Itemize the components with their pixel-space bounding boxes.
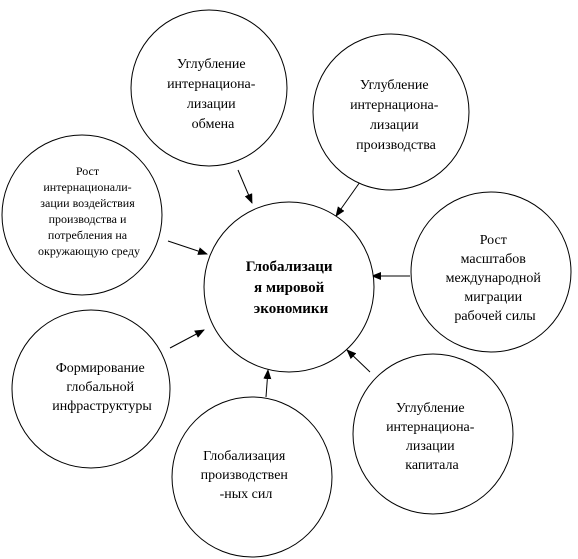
node-line: потребления на xyxy=(48,228,128,242)
arrow-exchange xyxy=(237,169,253,204)
node-circle xyxy=(312,33,470,191)
node-circle xyxy=(171,396,333,558)
node-line: рабочей силы xyxy=(454,309,536,324)
node-line: интернациона- xyxy=(386,420,475,435)
node-line: инфраструктуры xyxy=(52,399,152,414)
node-label: Формирование глобальной инфраструктуры xyxy=(52,361,152,414)
connector-arrows xyxy=(167,169,410,398)
arrow-infrastructure xyxy=(169,329,205,349)
node-line: зации воздействия xyxy=(40,196,135,210)
node-label: Углубление интернациона- лизации обмена xyxy=(167,57,259,132)
node-environment: Рост интернационали- зации воздействия п… xyxy=(1,134,163,296)
node-line: Рост xyxy=(480,233,507,248)
node-line: Углубление xyxy=(177,57,246,72)
node-capital: Углубление интернациона- лизации капитал… xyxy=(352,353,514,515)
node-line: обмена xyxy=(192,117,236,132)
node-migration: Рост масштабов международной миграции ра… xyxy=(410,191,572,353)
node-line: капитала xyxy=(405,458,459,473)
node-line: интернациона- xyxy=(167,77,256,92)
node-line: Формирование xyxy=(56,361,145,376)
node-line: Углубление xyxy=(396,401,465,416)
node-productive-forces: Глобализация производствен -ных сил xyxy=(171,396,333,558)
node-label: Углубление интернациона- лизации капитал… xyxy=(386,401,478,473)
node-line: Рост xyxy=(76,164,100,178)
node-line: Глобализация xyxy=(203,449,286,464)
node-exchange: Углубление интернациона- лизации обмена xyxy=(130,9,288,167)
node-line: международной xyxy=(446,271,542,286)
center-line: я мировой xyxy=(254,280,325,296)
node-line: лизации xyxy=(187,97,236,112)
arrow-production xyxy=(335,181,361,217)
arrow-capital xyxy=(346,349,371,373)
node-infrastructure: Формирование глобальной инфраструктуры xyxy=(11,309,171,469)
node-line: лизации xyxy=(370,118,419,133)
node-circle xyxy=(130,9,288,167)
node-circle xyxy=(410,191,572,353)
center-line: экономики xyxy=(254,301,329,317)
node-label: Углубление интернациона- лизации произво… xyxy=(350,78,442,153)
node-label: Рост масштабов международной миграции ра… xyxy=(446,233,545,324)
center-line: Глобализаци xyxy=(246,259,333,275)
center-circle xyxy=(203,201,375,373)
node-label: Глобализация производствен -ных сил xyxy=(201,449,292,502)
node-line: лизации xyxy=(406,439,455,454)
node-production: Углубление интернациона- лизации произво… xyxy=(312,33,470,191)
node-line: производства и xyxy=(49,212,127,226)
node-line: интернациона- xyxy=(350,98,439,113)
node-line: Углубление xyxy=(360,78,429,93)
node-circle xyxy=(11,309,171,469)
arrow-productive-forces xyxy=(263,369,272,398)
node-line: окружающую среду xyxy=(38,244,140,258)
node-circle xyxy=(352,353,514,515)
node-line: производства xyxy=(356,138,437,153)
node-line: миграции xyxy=(464,290,522,305)
node-line: производствен xyxy=(201,468,289,483)
node-circle xyxy=(1,134,163,296)
center-node: Глобализаци я мировой экономики xyxy=(203,201,375,373)
center-label: Глобализаци я мировой экономики xyxy=(246,259,337,317)
node-line: глобальной xyxy=(66,380,134,395)
node-label: Рост интернационали- зации воздействия п… xyxy=(38,164,140,258)
node-line: -ных сил xyxy=(220,487,273,502)
arrow-environment xyxy=(167,240,208,255)
node-line: масштабов xyxy=(461,252,527,267)
node-line: интернационали- xyxy=(43,180,131,194)
